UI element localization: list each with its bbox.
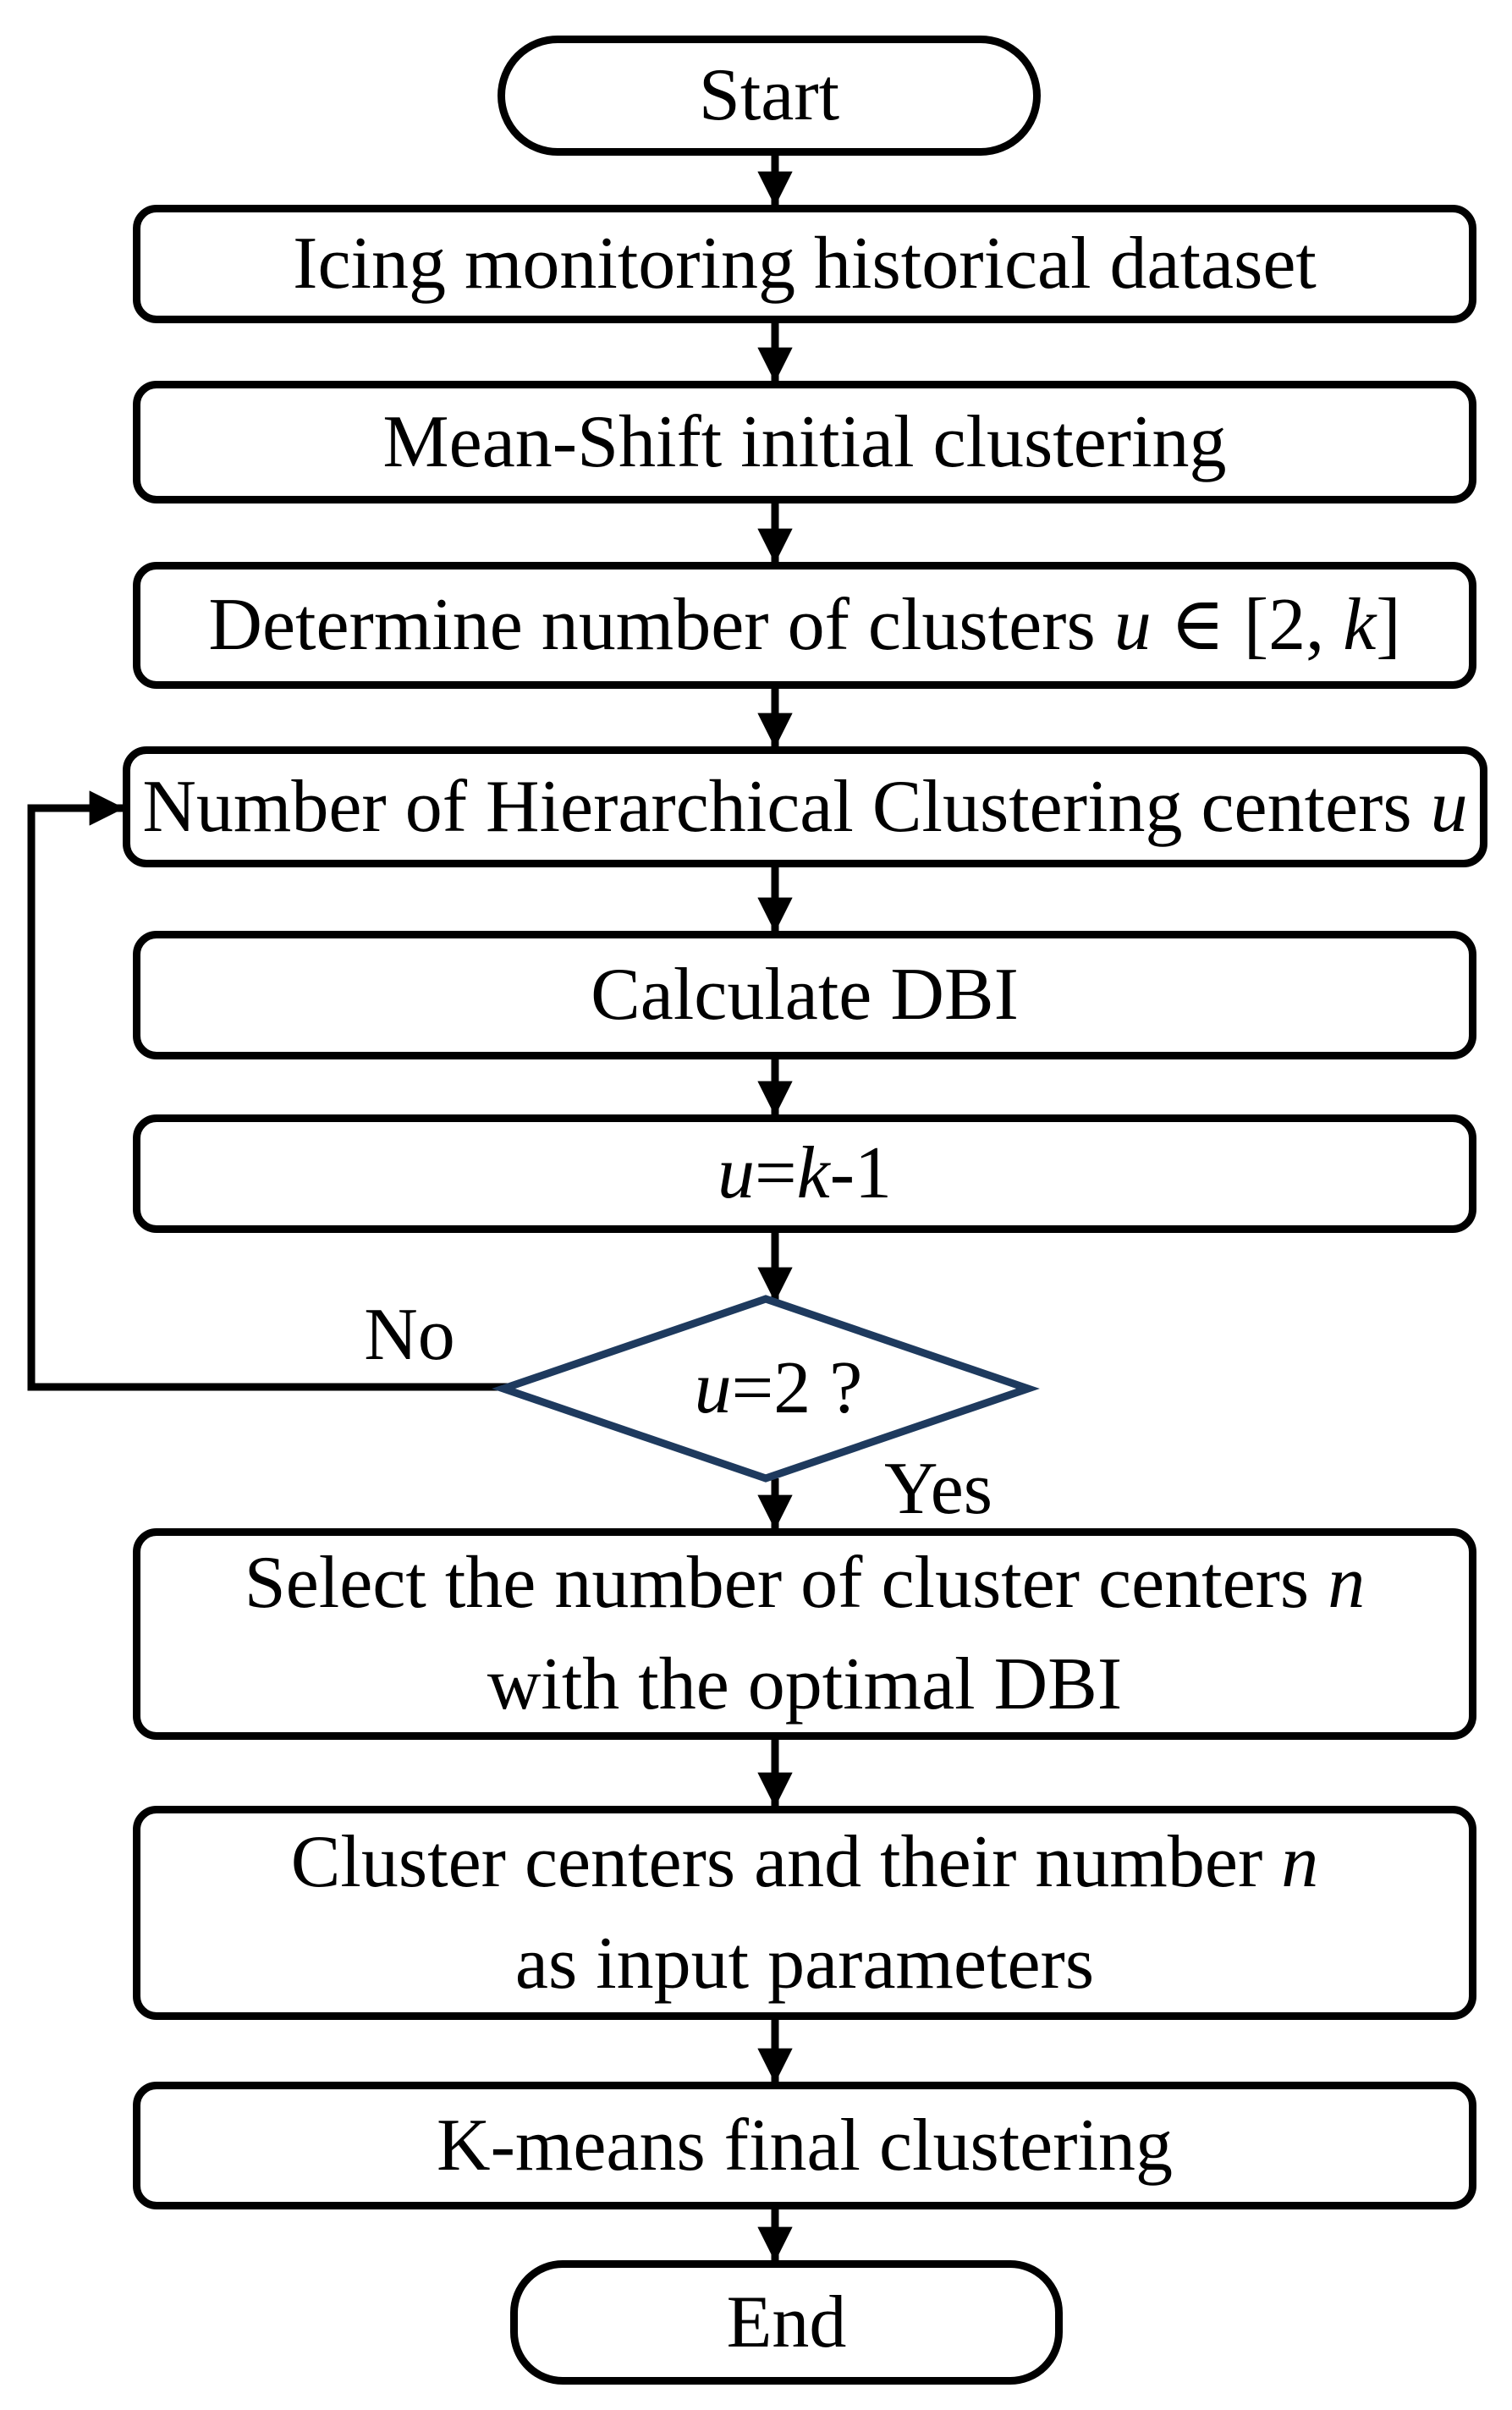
node-determine-clusters-label: Determine number of clusters u ∈ [2, k]: [208, 584, 1401, 666]
node-select-optimal-dbi-line2: with the optimal DBI: [487, 1643, 1123, 1725]
decision-condition-label: u=2 ?: [694, 1347, 863, 1429]
node-end: End: [510, 2260, 1063, 2385]
node-input-parameters-line2: as input parameters: [514, 1922, 1095, 2005]
node-start: Start: [498, 36, 1041, 156]
arrow-no-loop: [27, 790, 518, 1391]
node-select-optimal-dbi: Select the number of cluster centers n w…: [133, 1528, 1476, 1740]
edge-label-yes: Yes: [883, 1448, 993, 1530]
node-decrement-u-label: u=k-1: [717, 1132, 892, 1214]
node-start-label: Start: [698, 54, 840, 136]
node-icing-dataset-label: Icing monitoring historical dataset: [293, 223, 1317, 305]
node-select-optimal-dbi-line1: Select the number of cluster centers n: [244, 1542, 1366, 1624]
node-kmeans-clustering: K-means final clustering: [133, 2082, 1476, 2209]
node-calculate-dbi-label: Calculate DBI: [591, 954, 1019, 1036]
decision-diamond: [492, 1295, 1040, 1483]
node-hierarchical-centers-label: Number of Hierarchical Clustering center…: [142, 765, 1468, 848]
node-input-parameters: Cluster centers and their number n as in…: [133, 1806, 1476, 2020]
node-input-parameters-line1: Cluster centers and their number n: [290, 1820, 1319, 1903]
node-icing-dataset: Icing monitoring historical dataset: [133, 205, 1476, 323]
edge-label-no: No: [364, 1294, 455, 1376]
node-end-label: End: [726, 2281, 847, 2363]
node-mean-shift-clustering: Mean-Shift initial clustering: [133, 381, 1476, 503]
node-hierarchical-centers: Number of Hierarchical Clustering center…: [123, 746, 1487, 867]
node-kmeans-clustering-label: K-means final clustering: [437, 2104, 1173, 2187]
node-calculate-dbi: Calculate DBI: [133, 931, 1476, 1059]
node-mean-shift-clustering-label: Mean-Shift initial clustering: [382, 400, 1227, 483]
node-determine-clusters: Determine number of clusters u ∈ [2, k]: [133, 562, 1476, 689]
node-decrement-u: u=k-1: [133, 1114, 1476, 1233]
